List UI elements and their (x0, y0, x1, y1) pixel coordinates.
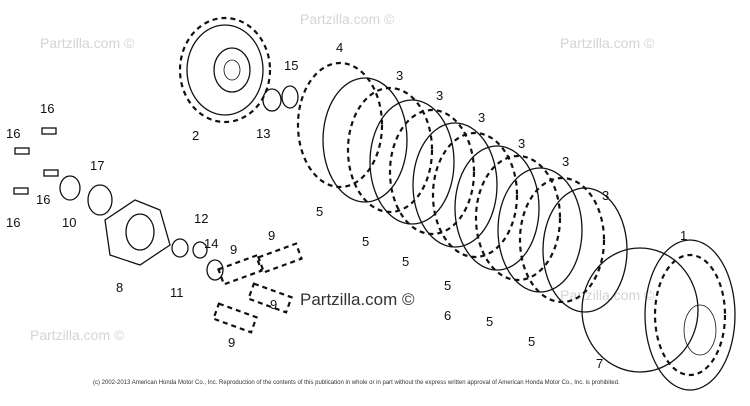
callout-9: 9 (268, 228, 275, 243)
callout-4: 4 (336, 40, 343, 55)
callout-7: 7 (596, 356, 603, 371)
callout-16: 16 (40, 101, 54, 116)
callout-5: 5 (362, 234, 369, 249)
clutch-plate-stack (296, 61, 628, 313)
callout-11: 11 (170, 285, 184, 300)
callout-2: 2 (192, 128, 199, 143)
callout-3: 3 (478, 110, 485, 125)
washer (262, 85, 299, 112)
callout-labels: 1 2 3 3 3 3 3 3 4 5 5 5 5 5 5 6 7 8 9 9 … (6, 40, 687, 371)
callout-9: 9 (228, 335, 235, 350)
watermark: Partzilla.com © (30, 327, 125, 343)
callout-9: 9 (230, 242, 237, 257)
callout-1: 1 (680, 228, 687, 243)
callout-5: 5 (444, 278, 451, 293)
callout-6: 6 (444, 308, 451, 323)
watermark: Partzilla.com © (560, 35, 655, 51)
callout-8: 8 (116, 280, 123, 295)
callout-3: 3 (518, 136, 525, 151)
callout-12: 12 (194, 211, 208, 226)
callout-17: 17 (90, 158, 104, 173)
callout-5: 5 (486, 314, 493, 329)
watermark: Partzilla.com © (300, 11, 395, 27)
callout-3: 3 (396, 68, 403, 83)
callout-5: 5 (528, 334, 535, 349)
springs (212, 242, 303, 334)
callout-3: 3 (562, 154, 569, 169)
callout-16: 16 (6, 215, 20, 230)
callout-5: 5 (316, 204, 323, 219)
bolts-and-bearing (13, 127, 224, 281)
clutch-center-hub (581, 239, 736, 391)
callout-16: 16 (6, 126, 20, 141)
callout-13: 13 (256, 126, 270, 141)
watermark: Partzilla.com © (560, 287, 655, 303)
callout-10: 10 (62, 215, 76, 230)
callout-14: 14 (204, 236, 218, 251)
callout-5: 5 (402, 254, 409, 269)
callout-3: 3 (602, 188, 609, 203)
clutch-outer-gear (178, 16, 272, 124)
callout-16: 16 (36, 192, 50, 207)
callout-3: 3 (436, 88, 443, 103)
watermark: Partzilla.com © (40, 35, 135, 51)
callout-15: 15 (284, 58, 298, 73)
copyright-notice: (c) 2002-2013 American Honda Motor Co., … (93, 380, 620, 386)
callout-9: 9 (270, 297, 277, 312)
center-watermark: Partzilla.com © (300, 290, 415, 309)
